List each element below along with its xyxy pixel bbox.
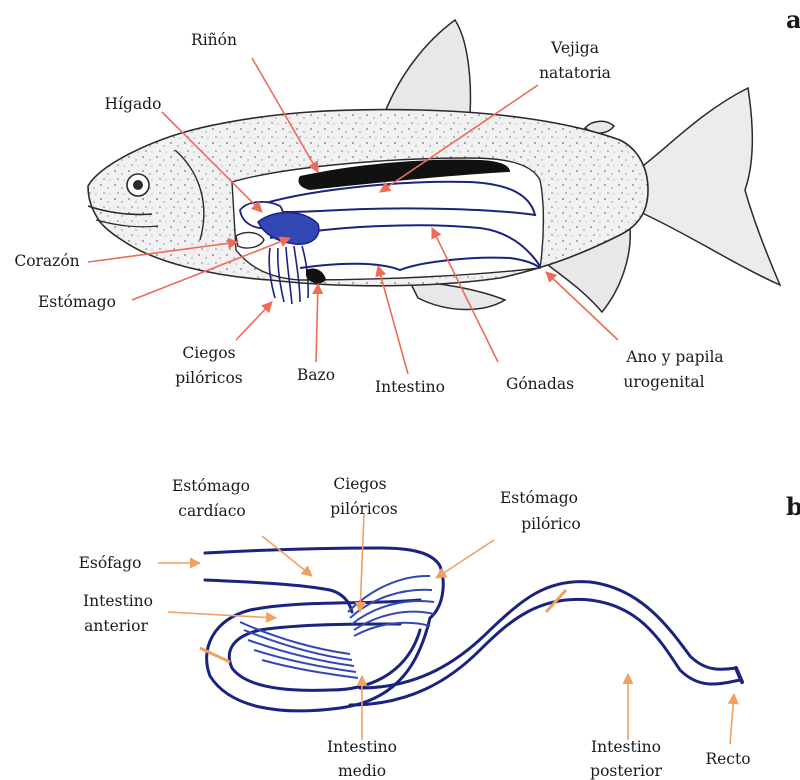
label-vejiga-line2: natatoria bbox=[539, 64, 611, 82]
label-intestino-anterior-line2: anterior bbox=[84, 617, 148, 635]
gut-inner bbox=[360, 582, 736, 688]
arrow-intestino-anterior bbox=[168, 612, 276, 618]
label-gonadas: Gónadas bbox=[506, 375, 574, 393]
label-ciegos-line1: Ciegos bbox=[182, 344, 235, 362]
label-intestino-posterior-line2: posterior bbox=[590, 762, 662, 780]
panel-b: b bbox=[79, 475, 800, 780]
tick-anterior bbox=[200, 648, 230, 662]
arrow-ciegos bbox=[236, 302, 272, 340]
label-intestino-medio-line2: medio bbox=[338, 762, 386, 780]
panel-a: a bbox=[14, 5, 800, 396]
label-intestino-posterior-line1: Intestino bbox=[591, 738, 661, 756]
panel-b-letter: b bbox=[786, 492, 800, 521]
label-estomago-cardiaco-line2: cardíaco bbox=[178, 502, 245, 520]
label-bazo: Bazo bbox=[297, 366, 335, 384]
label-vejiga-line1: Vejiga bbox=[550, 39, 599, 57]
caudal-fin bbox=[640, 88, 780, 285]
trout-illustration bbox=[88, 20, 780, 312]
label-corazon: Corazón bbox=[14, 252, 79, 270]
digestive-tract-diagram bbox=[205, 548, 742, 711]
arrow-estomago-pilorico bbox=[436, 540, 494, 578]
label-estomago-pilorico-line2: pilórico bbox=[521, 515, 581, 533]
label-rinon: Riñón bbox=[191, 31, 237, 49]
intestine-loop-inner bbox=[229, 624, 420, 690]
label-estomago: Estómago bbox=[38, 293, 116, 311]
label-intestino-anterior-line1: Intestino bbox=[83, 592, 153, 610]
label-ciegos-b-line2: pilóricos bbox=[330, 500, 398, 518]
label-recto: Recto bbox=[705, 750, 750, 768]
arrow-estomago-cardiaco bbox=[262, 536, 312, 576]
label-ano-line1: Ano y papila bbox=[625, 348, 723, 366]
label-estomago-cardiaco-line1: Estómago bbox=[172, 477, 250, 495]
arrow-recto bbox=[730, 694, 734, 744]
dorsal-fin bbox=[385, 20, 470, 115]
pelvic-fin bbox=[410, 282, 505, 310]
label-estomago-pilorico-line1: Estómago bbox=[500, 489, 578, 507]
label-ciegos-line2: pilóricos bbox=[175, 369, 243, 387]
label-intestino: Intestino bbox=[375, 378, 445, 396]
label-ano-line2: urogenital bbox=[623, 373, 704, 391]
arrow-bazo bbox=[316, 284, 318, 362]
label-esofago: Esófago bbox=[79, 554, 142, 572]
panel-a-letter: a bbox=[786, 5, 800, 34]
label-higado: Hígado bbox=[105, 95, 162, 113]
label-ciegos-b-line1: Ciegos bbox=[333, 475, 386, 493]
arrow-ciegos-b bbox=[360, 514, 364, 612]
label-intestino-medio-line1: Intestino bbox=[327, 738, 397, 756]
